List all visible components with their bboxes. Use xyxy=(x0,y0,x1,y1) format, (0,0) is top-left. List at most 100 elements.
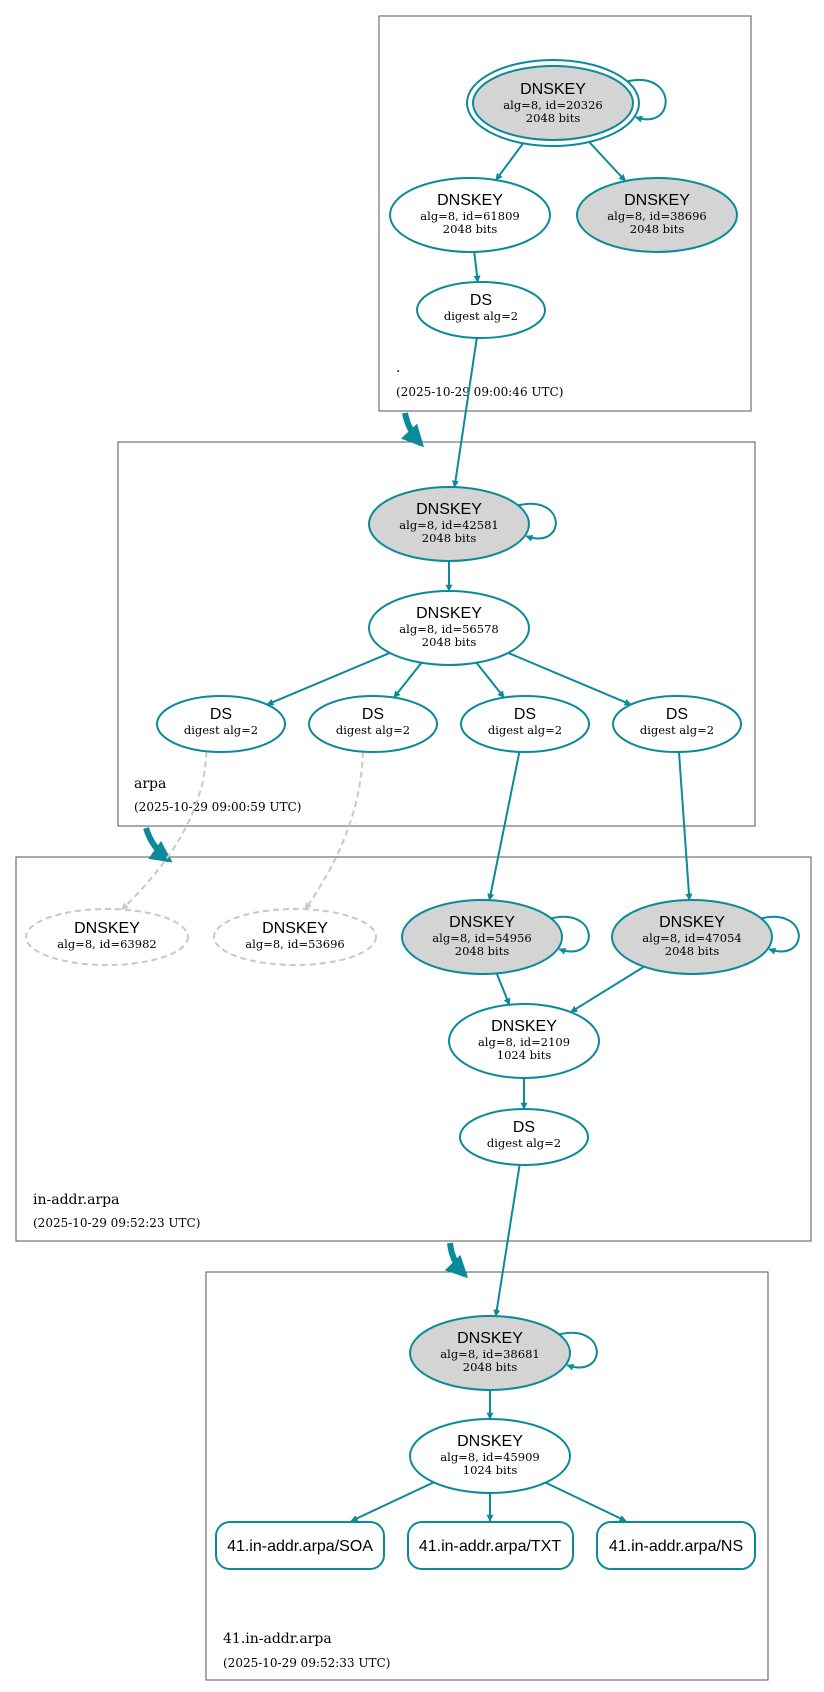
root-k2-title: DNSKEY xyxy=(624,192,690,209)
41-ns-label: 41.in-addr.arpa/NS xyxy=(609,1538,743,1555)
self-loop-ia_ksk2 xyxy=(760,915,800,955)
node-in-addr-ds[interactable]: DS digest alg=2 xyxy=(459,1108,589,1166)
41-zsk-line-2: 1024 bits xyxy=(463,1463,518,1477)
edge-arpa_ds3-to-ia_ksk1 xyxy=(487,751,521,901)
in-addr-ghost-1-line-1: alg=8, id=63982 xyxy=(57,937,156,951)
node-in-addr-ksk-2[interactable]: DNSKEY alg=8, id=47054 2048 bits xyxy=(611,899,773,975)
root-k2-line-1: alg=8, id=38696 xyxy=(607,209,706,223)
zone-41-in-addr-arpa-timestamp: (2025-10-29 09:52:33 UTC) xyxy=(223,1656,390,1670)
node-41-ksk[interactable]: DNSKEY alg=8, id=38681 2048 bits xyxy=(409,1315,571,1391)
edge-arpa_zsk-to-arpa_ds4 xyxy=(507,651,632,706)
arpa-ds-3-title: DS xyxy=(514,706,536,723)
arpa-ds-4-line-1: digest alg=2 xyxy=(640,723,714,737)
arpa-ds-1-line-1: digest alg=2 xyxy=(184,723,258,737)
zone-arpa: arpa (2025-10-29 09:00:59 UTC) xyxy=(117,441,756,827)
arpa-zsk-ellipse xyxy=(368,590,530,666)
zone-arpa-box xyxy=(117,441,756,827)
edge-layer xyxy=(121,78,800,1522)
zone-root: . (2025-10-29 09:00:46 UTC) xyxy=(378,15,752,412)
arpa-ksk-title: DNSKEY xyxy=(416,501,482,518)
41-zsk-title: DNSKEY xyxy=(457,1433,523,1450)
self-loop-arpa_ksk xyxy=(517,502,557,542)
arpa-ds-1-ellipse xyxy=(156,695,286,753)
delegation-arrow-arpa-in-addr xyxy=(143,827,173,863)
zone-in-addr-arpa: in-addr.arpa (2025-10-29 09:52:23 UTC) xyxy=(15,856,812,1242)
root-ksk-line-2: 2048 bits xyxy=(526,111,581,125)
root-ds-ellipse xyxy=(416,281,546,339)
arpa-ds-2-ellipse xyxy=(308,695,438,753)
root-zsk-title: DNSKEY xyxy=(437,192,503,209)
node-root-ksk[interactable]: DNSKEY alg=8, id=20326 2048 bits xyxy=(466,59,640,147)
node-in-addr-ghost-1[interactable]: DNSKEY alg=8, id=63982 xyxy=(25,908,189,966)
node-arpa-ds-4[interactable]: DS digest alg=2 xyxy=(612,695,742,753)
in-addr-ds-ellipse xyxy=(459,1108,589,1166)
arpa-zsk-title: DNSKEY xyxy=(416,605,482,622)
in-addr-ghost-1-ellipse xyxy=(25,908,189,966)
node-root-k2[interactable]: DNSKEY alg=8, id=38696 2048 bits xyxy=(576,177,738,253)
arpa-ksk-line-1: alg=8, id=42581 xyxy=(399,518,498,532)
41-soa-label: 41.in-addr.arpa/SOA xyxy=(227,1538,373,1555)
node-arpa-ksk[interactable]: DNSKEY alg=8, id=42581 2048 bits xyxy=(368,486,530,562)
edge-root_ds-to-arpa_ksk xyxy=(451,337,478,488)
edge-root_ksk-to-root_zsk xyxy=(495,142,524,181)
in-addr-ksk-1-line-2: 2048 bits xyxy=(455,944,510,958)
in-addr-ksk-2-line-2: 2048 bits xyxy=(665,944,720,958)
node-41-soa[interactable]: 41.in-addr.arpa/SOA xyxy=(215,1521,385,1570)
41-ns-box xyxy=(596,1521,756,1570)
arpa-ds-4-title: DS xyxy=(666,706,688,723)
edge-arpa_zsk-to-arpa_ds2 xyxy=(393,662,423,699)
root-zsk-ellipse xyxy=(389,177,551,253)
edge-arpa_zsk-to-arpa_ds3 xyxy=(475,662,505,699)
delegation-arrow-root-arpa xyxy=(400,412,424,448)
node-in-addr-ghost-2[interactable]: DNSKEY alg=8, id=53696 xyxy=(213,908,377,966)
node-arpa-ds-1[interactable]: DS digest alg=2 xyxy=(156,695,286,753)
zone-root-box xyxy=(378,15,752,412)
zone-41-in-addr-arpa-name: 41.in-addr.arpa xyxy=(223,1631,332,1647)
41-ksk-line-2: 2048 bits xyxy=(463,1360,518,1374)
edge-ia_ksk2-to-ia_zsk xyxy=(570,965,645,1013)
in-addr-ksk-2-ellipse xyxy=(611,899,773,975)
self-loop-root_ksk xyxy=(626,78,667,123)
arpa-ds-4-ellipse xyxy=(612,695,742,753)
root-zsk-line-2: 2048 bits xyxy=(443,222,498,236)
root-ds-title: DS xyxy=(470,292,492,309)
node-in-addr-ksk-1[interactable]: DNSKEY alg=8, id=54956 2048 bits xyxy=(401,899,563,975)
in-addr-zsk-ellipse xyxy=(448,1003,600,1079)
node-in-addr-zsk[interactable]: DNSKEY alg=8, id=2109 1024 bits xyxy=(448,1003,600,1079)
node-arpa-ds-3[interactable]: DS digest alg=2 xyxy=(460,695,590,753)
41-ksk-title: DNSKEY xyxy=(457,1330,523,1347)
arpa-zsk-line-2: 2048 bits xyxy=(422,635,477,649)
node-root-ds[interactable]: DS digest alg=2 xyxy=(416,281,546,339)
node-root-zsk[interactable]: DNSKEY alg=8, id=61809 2048 bits xyxy=(389,177,551,253)
arpa-ds-3-ellipse xyxy=(460,695,590,753)
zone-in-addr-arpa-name: in-addr.arpa xyxy=(33,1192,119,1208)
in-addr-ksk-1-title: DNSKEY xyxy=(449,914,515,931)
node-arpa-ds-2[interactable]: DS digest alg=2 xyxy=(308,695,438,753)
in-addr-zsk-line-1: alg=8, id=2109 xyxy=(478,1035,570,1049)
in-addr-ksk-1-line-1: alg=8, id=54956 xyxy=(432,931,531,945)
in-addr-ds-title: DS xyxy=(513,1119,535,1136)
edge-root_zsk-to-root_ds xyxy=(473,251,481,283)
41-ksk-line-1: alg=8, id=38681 xyxy=(440,1347,539,1361)
zone-41-in-addr-arpa-box xyxy=(205,1271,769,1681)
edge-z41_zsk-to-z41_soa xyxy=(350,1481,435,1522)
root-zsk-line-1: alg=8, id=61809 xyxy=(420,209,519,223)
node-41-txt[interactable]: 41.in-addr.arpa/TXT xyxy=(407,1521,574,1570)
root-ksk-line-1: alg=8, id=20326 xyxy=(503,98,602,112)
41-txt-label: 41.in-addr.arpa/TXT xyxy=(419,1538,562,1555)
root-ds-line-1: digest alg=2 xyxy=(444,309,518,323)
self-loop-z41_ksk xyxy=(558,1331,598,1371)
arpa-ds-2-line-1: digest alg=2 xyxy=(336,723,410,737)
node-arpa-zsk[interactable]: DNSKEY alg=8, id=56578 2048 bits xyxy=(368,590,530,666)
node-41-zsk[interactable]: DNSKEY alg=8, id=45909 1024 bits xyxy=(409,1418,571,1494)
in-addr-zsk-line-2: 1024 bits xyxy=(497,1048,552,1062)
in-addr-ghost-2-line-1: alg=8, id=53696 xyxy=(245,937,344,951)
node-41-ns[interactable]: 41.in-addr.arpa/NS xyxy=(596,1521,756,1570)
edge-arpa_zsk-to-arpa_ds1 xyxy=(266,651,391,706)
zone-41-in-addr-arpa: 41.in-addr.arpa (2025-10-29 09:52:33 UTC… xyxy=(205,1271,769,1681)
arpa-zsk-line-1: alg=8, id=56578 xyxy=(399,622,498,636)
zone-arpa-timestamp: (2025-10-29 09:00:59 UTC) xyxy=(134,800,301,814)
root-ksk-ellipse xyxy=(472,65,634,141)
root-ksk-title: DNSKEY xyxy=(520,81,586,98)
